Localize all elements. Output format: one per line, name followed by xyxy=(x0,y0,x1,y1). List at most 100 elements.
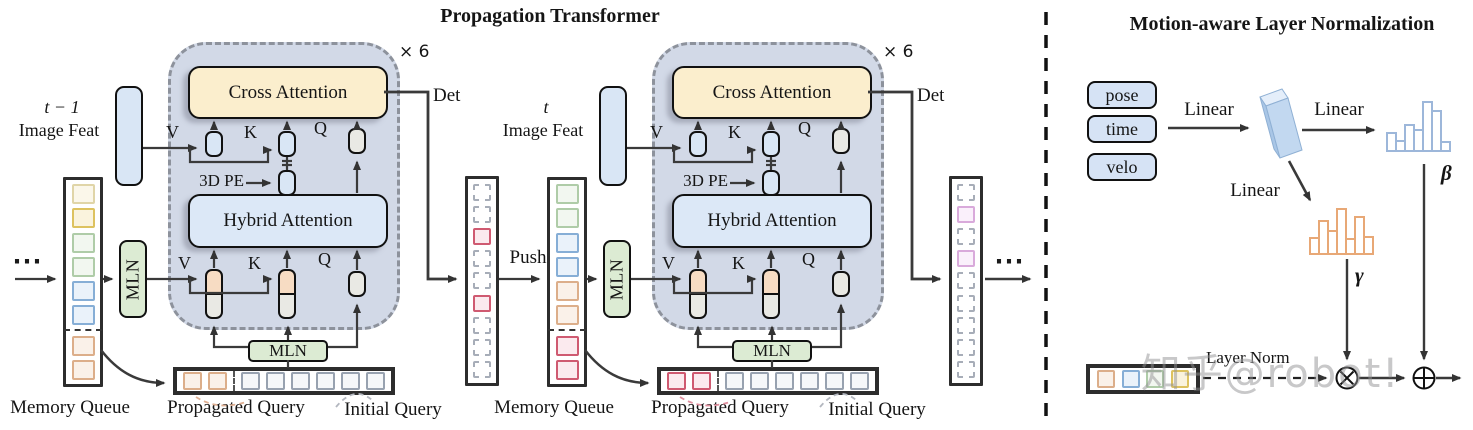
queue-cell-gold xyxy=(1171,370,1190,388)
v-label-bottom: V xyxy=(662,253,675,273)
cross-attention-box: Cross Attention xyxy=(188,66,388,119)
memory-queue xyxy=(63,177,103,387)
v-proj-box-top xyxy=(205,131,223,157)
k-proj-box-top xyxy=(762,131,780,157)
queue-cell-red xyxy=(473,228,491,246)
det-label: Det xyxy=(917,85,945,106)
propagated-query-label: Propagated Query xyxy=(167,397,305,418)
queue-cell-peach xyxy=(1096,370,1115,388)
queue-cell-gray xyxy=(316,372,335,390)
queue-cell-blue xyxy=(555,232,579,253)
queue-cell-red xyxy=(555,359,579,380)
motion-embedding-prism xyxy=(1259,88,1303,159)
queue-cell-peach xyxy=(208,372,227,390)
propagated-query-label: Propagated Query xyxy=(651,397,789,418)
v-label-top: V xyxy=(166,122,179,142)
left-title: Propagation Transformer xyxy=(440,5,660,27)
propagated-query-row xyxy=(173,367,395,395)
pe-label: 3D PE xyxy=(199,171,244,190)
queue-cell-dashed xyxy=(957,338,975,356)
mln-to-v-bracket xyxy=(210,325,248,349)
transformer-block-2: t Image Feat × 6 Cross Attention Hybrid … xyxy=(484,0,1084,430)
velo-input-box: velo xyxy=(1087,153,1157,181)
right-ellipsis: ⋯ xyxy=(994,245,1025,278)
v-to-k-route-bottom xyxy=(188,275,273,295)
q-proj-box-bottom xyxy=(348,271,366,297)
queue-cell-dashed xyxy=(957,316,975,334)
hybrid-attention-label: Hybrid Attention xyxy=(223,210,353,231)
pe-label: 3D PE xyxy=(683,171,728,190)
propagated-curve-2 xyxy=(679,396,731,407)
queue-separator xyxy=(717,371,719,391)
hybrid-attention-label: Hybrid Attention xyxy=(707,210,837,231)
queue-cell-gray xyxy=(750,372,769,390)
queue-cell-blue xyxy=(555,256,579,277)
queue-cell-blue xyxy=(71,280,95,301)
gamma-label: γ xyxy=(1355,263,1364,287)
v-proj-box-top xyxy=(689,131,707,157)
pe-box xyxy=(278,170,296,196)
linear1-label: Linear xyxy=(1184,99,1234,120)
image-feat-bar xyxy=(115,86,143,186)
queue-separator xyxy=(233,371,235,391)
queue-separator xyxy=(63,329,103,332)
pe-box xyxy=(762,170,780,196)
q-proj-box-top xyxy=(832,128,850,154)
queue-cell-blue xyxy=(1121,370,1140,388)
mln-bottom-box: MLN xyxy=(732,340,812,362)
v-to-k-route-top xyxy=(188,146,273,164)
k-label-bottom: K xyxy=(248,253,261,273)
queue-cell-gray xyxy=(725,372,744,390)
propagated-query-row xyxy=(657,367,879,395)
time-label: time xyxy=(1106,118,1138,139)
propagated-curve-1 xyxy=(195,396,247,407)
k-proj-content-box xyxy=(762,269,780,294)
queue-cell-gray xyxy=(266,372,285,390)
repeat-times-label: × 6 xyxy=(883,42,914,62)
queue-cell-green xyxy=(1146,370,1165,388)
repeat-times-label: × 6 xyxy=(399,42,430,62)
queue-cell-peach xyxy=(555,280,579,301)
queue-cell-green xyxy=(555,184,579,205)
k-label-bottom: K xyxy=(732,253,745,273)
beta-histogram xyxy=(1386,100,1451,152)
queue-cell-dashed xyxy=(473,338,491,356)
image-feat-label: Image Feat xyxy=(18,120,100,140)
memory-queue-label: Memory Queue xyxy=(10,397,130,418)
q-proj-box-bottom xyxy=(832,271,850,297)
linear3-arrow xyxy=(1287,160,1312,202)
q-label-bottom: Q xyxy=(802,249,815,269)
queue-cell-gray xyxy=(366,372,385,390)
memory-queue-label: Memory Queue xyxy=(494,397,614,418)
v-label-bottom: V xyxy=(178,253,191,273)
v-proj-pos-box xyxy=(689,294,707,319)
queue-cell-gray xyxy=(825,372,844,390)
mln-to-q-bracket xyxy=(328,303,361,349)
initial-query-curve xyxy=(335,393,373,408)
queue-cell-dashed xyxy=(473,250,491,268)
initial-query-label: Initial Query xyxy=(828,399,926,420)
multiply-operator xyxy=(1335,366,1359,390)
queue-cell-dashed xyxy=(957,360,975,378)
beta-label: β xyxy=(1441,161,1452,185)
queue-cell-dashed xyxy=(473,184,491,202)
queue-cell-peach xyxy=(555,305,579,326)
v-label-top: V xyxy=(650,122,663,142)
queue-cell-red xyxy=(692,372,711,390)
queue-cell-gray xyxy=(291,372,310,390)
queue-cell-gray xyxy=(775,372,794,390)
initial-query-label: Initial Query xyxy=(344,399,442,420)
mln-bottom-label: MLN xyxy=(269,341,307,360)
queue-cell-green xyxy=(71,256,95,277)
time-input-box: time xyxy=(1087,115,1157,143)
det-output-queue xyxy=(465,176,499,386)
mln-side-box: MLN xyxy=(119,240,147,318)
det-output-path xyxy=(384,90,458,283)
queue-cell-gold xyxy=(71,208,95,229)
block2-wires xyxy=(499,92,940,407)
queue-cell-dashed xyxy=(473,206,491,224)
histogram-bar xyxy=(1363,236,1374,255)
add-operator xyxy=(1412,366,1436,390)
queue-cell-green xyxy=(71,232,95,253)
